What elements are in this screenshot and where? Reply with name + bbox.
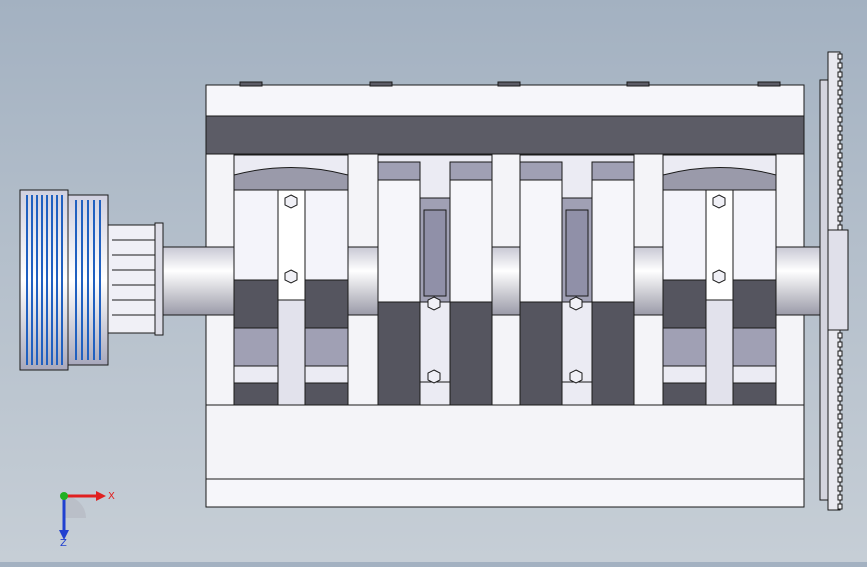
gear-tooth	[837, 503, 843, 510]
bearing-bay-4[interactable]	[662, 154, 777, 406]
bearing-bay-3[interactable]	[519, 154, 635, 406]
gear-tooth	[837, 116, 843, 123]
shaft-mid-2	[491, 246, 521, 316]
gear-tooth	[837, 152, 843, 159]
gear-tooth	[837, 431, 843, 438]
gear-tooth	[837, 179, 843, 186]
gear-tooth	[837, 458, 843, 465]
orientation-triad: X Z	[59, 491, 115, 548]
z-axis-label: Z	[60, 538, 67, 548]
x-axis-label: X	[108, 491, 115, 502]
gear-tooth	[837, 197, 843, 204]
gear-tooth	[837, 386, 843, 393]
gear-tooth	[837, 440, 843, 447]
block-lower-panel	[205, 404, 805, 480]
gear-tooth	[837, 377, 843, 384]
bearing-bay-1[interactable]	[233, 154, 349, 406]
gear-tooth	[837, 359, 843, 366]
gear-tooth	[837, 350, 843, 357]
gear-tooth	[837, 188, 843, 195]
flywheel-gear[interactable]	[819, 51, 849, 511]
bearing-bay-2[interactable]	[377, 154, 493, 406]
block-dark-band	[205, 115, 805, 155]
block-bottom-rail	[205, 478, 805, 508]
gear-tooth	[837, 413, 843, 420]
gear-tooth	[837, 395, 843, 402]
gear-tooth	[837, 467, 843, 474]
gear-tooth	[837, 71, 843, 78]
gear-tooth	[837, 89, 843, 96]
gear-tooth	[837, 134, 843, 141]
gear-tooth	[837, 170, 843, 177]
gear-tooth	[837, 476, 843, 483]
gear-tooth	[837, 368, 843, 375]
front-pulley[interactable]	[19, 189, 164, 371]
gear-tooth	[837, 107, 843, 114]
gear-tooth	[837, 206, 843, 213]
gear-tooth	[837, 215, 843, 222]
block-top-rail	[205, 84, 805, 117]
gear-tooth	[837, 332, 843, 339]
gear-tooth	[837, 62, 843, 69]
gear-tooth	[837, 143, 843, 150]
hub-splines	[112, 239, 158, 316]
shaft-front	[162, 246, 236, 316]
gear-tooth	[837, 80, 843, 87]
gear-tooth	[837, 224, 843, 231]
gear-tooth	[837, 404, 843, 411]
gear-tooth	[837, 422, 843, 429]
shaft-mid-1	[347, 246, 379, 316]
gear-tooth	[837, 161, 843, 168]
top-bolts	[239, 81, 781, 87]
shaft-rear	[775, 246, 822, 316]
gear-tooth	[837, 53, 843, 60]
gear-tooth	[837, 485, 843, 492]
gear-tooth	[837, 98, 843, 105]
gear-tooth	[837, 449, 843, 456]
gear-tooth	[837, 125, 843, 132]
gear-tooth	[837, 341, 843, 348]
y-axis-dot	[60, 492, 68, 500]
shaft-mid-3	[633, 246, 665, 316]
gear-tooth	[837, 494, 843, 501]
pulley-grooves	[26, 195, 63, 365]
